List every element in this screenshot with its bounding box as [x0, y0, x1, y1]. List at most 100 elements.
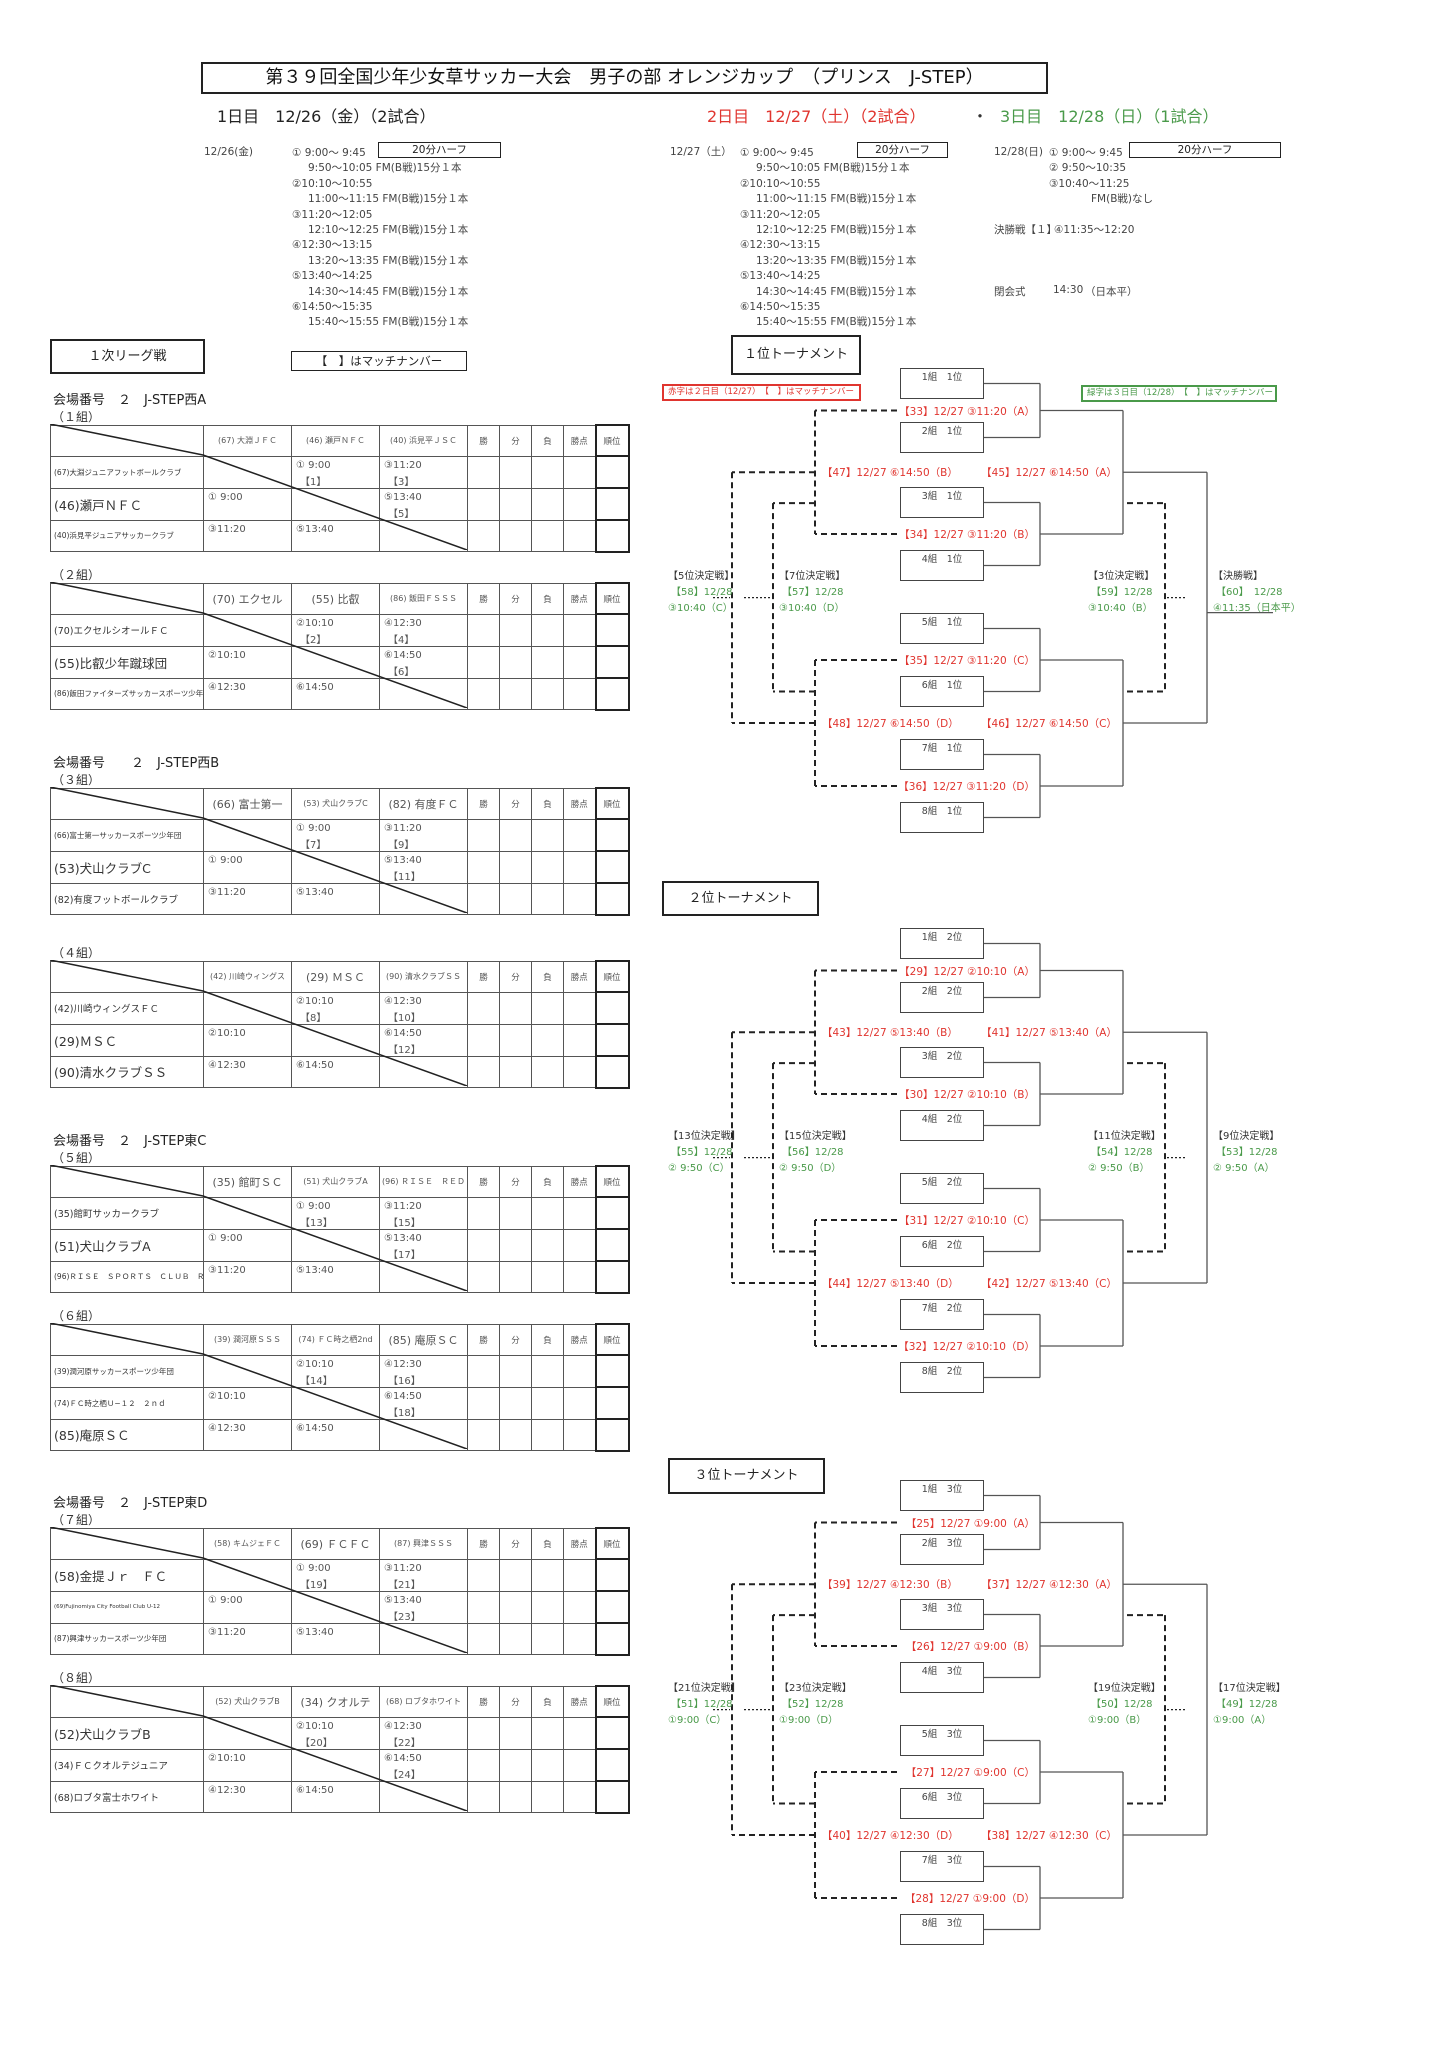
closing-time: 14:30 — [1053, 283, 1084, 296]
round1-match: 【35】12/27 ③11:20（C） — [899, 655, 1035, 667]
semifinal-left: 【48】12/27 ⑥14:50（D） — [822, 718, 959, 730]
semifinal-left: 【40】12/27 ④12:30（D） — [822, 1830, 959, 1842]
placement-time: ② 9:50（D） — [779, 1162, 842, 1174]
stat-cell — [531, 1418, 564, 1451]
stat-cell — [467, 519, 500, 552]
stat-cell — [531, 1354, 564, 1388]
day3-header: 3日目 12/28（日）（1試合） — [1000, 107, 1219, 126]
half-time-box: 20分ハーフ — [857, 142, 948, 158]
schedule-row: 13:20～13:35 FM(B戦)15分１本 — [756, 254, 917, 267]
placement-time: ①9:00（B） — [1088, 1714, 1147, 1726]
schedule-row: ②10:10～10:55 — [740, 177, 821, 190]
stat-cell — [563, 1260, 596, 1293]
stat-cell — [594, 1386, 630, 1420]
semifinal-right: 【42】12/27 ⑤13:40（C） — [981, 1278, 1117, 1290]
semifinal-right: 【46】12/27 ⑥14:50（C） — [981, 718, 1117, 730]
stat-header: 順位 — [594, 424, 630, 457]
placement-match: 【59】12/28 — [1091, 586, 1153, 598]
placement-title: 【決勝戦】 — [1213, 570, 1263, 582]
placement-title: 【17位決定戦】 — [1213, 1682, 1286, 1694]
group-label: （５組） — [52, 1151, 101, 1165]
team-slot-box: 7組 1位 — [900, 739, 984, 770]
stat-cell — [467, 1622, 500, 1655]
stat-cell — [531, 882, 564, 915]
round1-match: 【26】12/27 ①9:00（B） — [905, 1641, 1035, 1653]
day-separator: ・ — [972, 107, 989, 126]
placement-title: 【5位決定戦】 — [668, 570, 735, 582]
stat-cell — [594, 1354, 630, 1388]
stat-cell — [531, 818, 564, 852]
stat-cell — [467, 1260, 500, 1293]
placement-match: 【58】12/28 — [671, 586, 733, 598]
stat-cell — [594, 1716, 630, 1750]
round1-match: 【31】12/27 ②10:10（C） — [899, 1215, 1035, 1227]
round1-match: 【32】12/27 ②10:10（D） — [898, 1341, 1035, 1353]
stat-cell — [594, 1023, 630, 1057]
placement-title: 【13位決定戦】 — [668, 1130, 741, 1142]
stat-cell — [594, 818, 630, 852]
schedule-row: 14:30～14:45 FM(B戦)15分１本 — [308, 285, 469, 298]
team-slot-box: 1組 3位 — [900, 1480, 984, 1511]
schedule-row: 13:20～13:35 FM(B戦)15分１本 — [308, 254, 469, 267]
stat-cell — [594, 519, 630, 553]
stat-cell — [563, 818, 596, 852]
team-slot-box: 5組 1位 — [900, 613, 984, 644]
stat-cell — [563, 1386, 596, 1420]
stat-cell — [594, 1418, 630, 1452]
round1-match: 【29】12/27 ②10:10（A） — [899, 965, 1035, 978]
stat-cell — [499, 850, 532, 884]
team-slot-box: 2組 1位 — [900, 422, 984, 453]
day3-note: 緑字は３日目（12/28） 【 】はマッチナンバー — [1081, 385, 1277, 402]
schedule-date: 12/28(日) — [994, 146, 1043, 158]
schedule-row: ②10:10～10:55 — [292, 177, 373, 190]
schedule-row: ③11:20～12:05 — [292, 208, 373, 221]
stat-cell — [467, 1023, 500, 1057]
placement-title: 【19位決定戦】 — [1088, 1682, 1161, 1694]
stat-cell — [531, 677, 564, 710]
stat-header: 順位 — [594, 1685, 630, 1718]
placement-time: ② 9:50（B） — [1088, 1162, 1150, 1174]
stat-cell — [467, 1196, 500, 1230]
placement-time: ③10:40（C） — [668, 602, 733, 614]
stat-header: 勝点 — [563, 787, 596, 820]
semifinal-right: 【38】12/27 ④12:30（C） — [981, 1830, 1117, 1842]
venue-label: 会場番号 ２ J-STEP西B — [53, 756, 220, 771]
round1-match: 【33】12/27 ③11:20（A） — [899, 405, 1035, 418]
team-slot-box: 8組 1位 — [900, 802, 984, 833]
closing-place: （日本平） — [1085, 285, 1138, 298]
team-slot-box: 6組 2位 — [900, 1236, 984, 1267]
stat-header: 分 — [499, 1165, 532, 1198]
placement-time: ①9:00（C） — [668, 1714, 727, 1726]
group-label: （８組） — [52, 1671, 101, 1685]
schedule-row: ③10:40～11:25 — [1049, 177, 1130, 190]
stat-cell — [594, 1196, 630, 1230]
team-slot-box: 6組 1位 — [900, 676, 984, 707]
schedule-row: 12:10～12:25 FM(B戦)15分１本 — [308, 224, 469, 236]
team-slot-box: 4組 3位 — [900, 1662, 984, 1693]
stat-header: 負 — [531, 582, 564, 615]
schedule-row: 15:40～15:55 FM(B戦)15分１本 — [308, 316, 469, 329]
stat-cell — [499, 1590, 532, 1624]
stat-header: 勝 — [467, 1527, 500, 1560]
schedule-row: ③11:20～12:05 — [740, 208, 821, 221]
team-slot-box: 4組 1位 — [900, 550, 984, 581]
stat-header: 勝点 — [563, 582, 596, 615]
stat-cell — [594, 850, 630, 884]
team-slot-box: 7組 3位 — [900, 1851, 984, 1882]
stat-cell — [563, 1055, 596, 1088]
stat-header: 勝 — [467, 960, 500, 993]
venue-label: 会場番号 ２ J-STEP西A — [53, 393, 207, 408]
group-label: （７組） — [52, 1513, 101, 1527]
stat-cell — [594, 455, 630, 489]
team-slot-box: 3組 2位 — [900, 1047, 984, 1078]
placement-title: 【3位決定戦】 — [1088, 570, 1155, 582]
stat-cell — [467, 1748, 500, 1782]
stat-cell — [499, 1386, 532, 1420]
stat-header: 順位 — [594, 1527, 630, 1560]
schedule-row: ⑤13:40～14:25 — [292, 270, 373, 283]
stat-cell — [531, 645, 564, 679]
schedule-row: FM(B戦)なし — [1091, 193, 1153, 206]
